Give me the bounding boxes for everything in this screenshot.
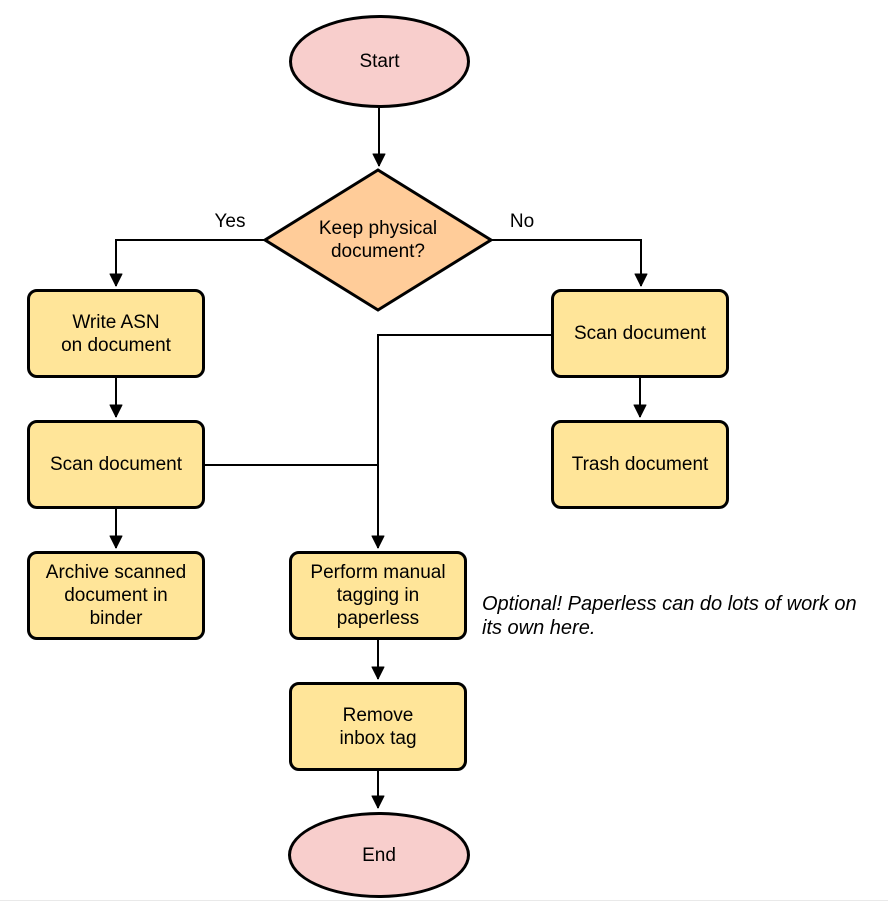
node-remove-inbox-tag-label: Remove inbox tag: [339, 704, 417, 749]
node-write-asn-label: Write ASN on document: [61, 311, 171, 356]
edge-label-yes: Yes: [214, 211, 246, 232]
node-manual-tagging: Perform manual tagging in paperless: [289, 551, 467, 640]
node-decision: Keep physical document?: [283, 205, 473, 275]
node-scan-document-right: Scan document: [551, 289, 729, 378]
node-archive-binder-label: Archive scanned document in binder: [45, 562, 187, 629]
node-remove-inbox-tag: Remove inbox tag: [289, 682, 467, 771]
node-start: Start: [289, 15, 470, 108]
node-archive-binder: Archive scanned document in binder: [27, 551, 205, 640]
edge-label-no: No: [509, 211, 535, 232]
node-scan-document-left: Scan document: [27, 420, 205, 509]
decision-diamond-shape: [262, 168, 494, 312]
node-manual-tagging-label: Perform manual tagging in paperless: [310, 562, 446, 629]
node-trash-document: Trash document: [551, 420, 729, 509]
page-bottom-divider: [0, 900, 888, 901]
edge-yes: [109, 239, 265, 287]
node-scan-document-right-label: Scan document: [573, 323, 707, 344]
node-decision-label: Keep physical document?: [318, 218, 438, 262]
node-write-asn: Write ASN on document: [27, 289, 205, 378]
node-end-label: End: [362, 844, 396, 866]
node-end: End: [288, 812, 470, 898]
node-start-label: Start: [359, 51, 400, 72]
edge-scanright-tagging: [371, 334, 551, 549]
node-scan-document-left-label: Scan document: [49, 454, 183, 475]
node-trash-document-label: Trash document: [571, 454, 709, 475]
annotation-optional-note: Optional! Paperless can do lots of work …: [482, 593, 857, 639]
edge-no: [491, 239, 648, 287]
